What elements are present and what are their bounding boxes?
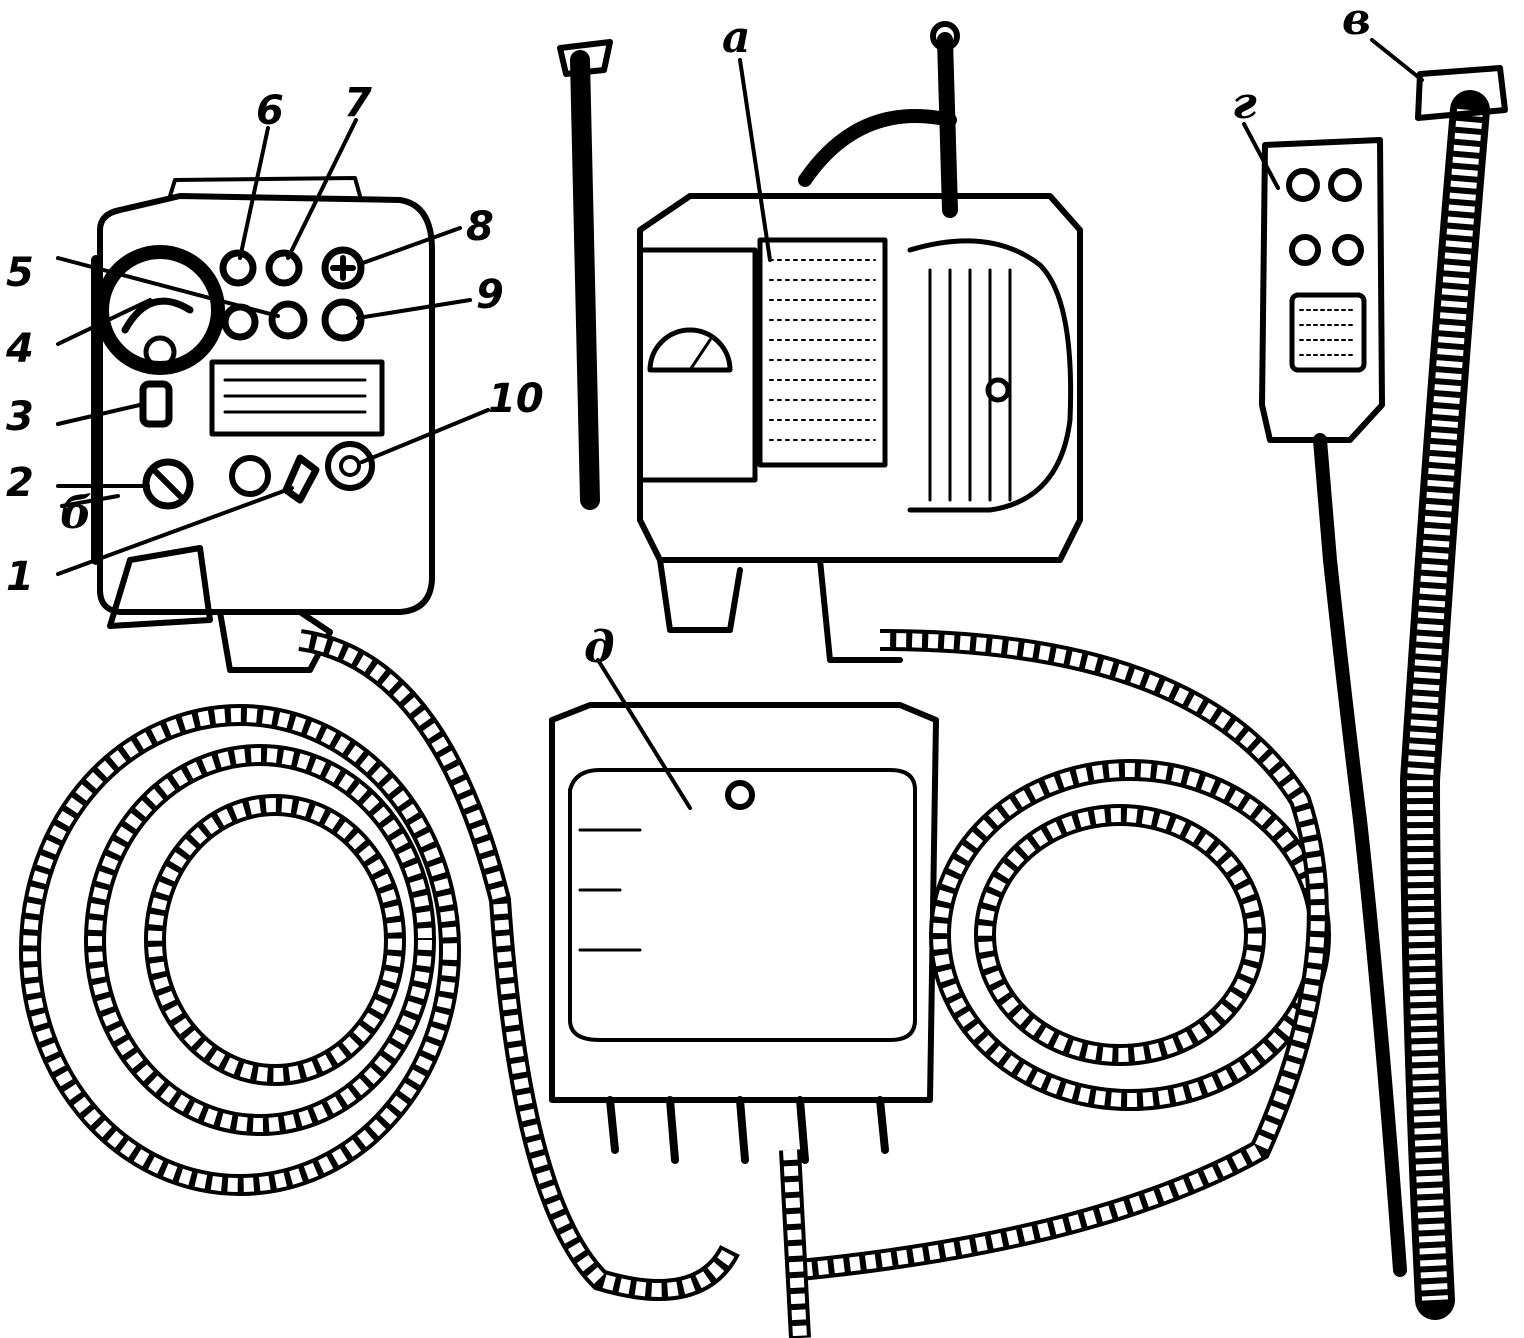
grille-panel	[757, 237, 888, 468]
letter-labels: а б в г д	[60, 0, 1371, 673]
callout-3: 3	[6, 394, 34, 440]
label-d: д	[584, 622, 615, 673]
number-callouts: 1 2 3 4 5 6 7 8 9 10	[5, 80, 544, 600]
callout-6: 6	[256, 88, 284, 134]
control-panel	[91, 176, 435, 673]
dial-knob	[95, 245, 225, 375]
indicator-lamp-6	[219, 249, 257, 287]
handset	[1259, 137, 1407, 1277]
leader-lines	[56, 38, 1424, 810]
toggle-switch-1	[282, 454, 320, 504]
label-g: г	[1232, 78, 1257, 129]
antenna-handle	[570, 50, 600, 510]
fuse-8	[321, 246, 365, 290]
indicator-lamp	[221, 303, 259, 341]
callout-4: 4	[5, 326, 34, 372]
switch-3	[139, 380, 173, 428]
callout-9: 9	[476, 272, 504, 318]
callout-2: 2	[6, 460, 34, 506]
callout-8: 8	[466, 204, 494, 250]
label-b: б	[60, 488, 92, 539]
cable-coil-right	[929, 759, 1331, 1111]
callout-7: 7	[344, 80, 372, 126]
main-unit	[557, 21, 1083, 663]
callout-5: 5	[6, 250, 34, 296]
indicator-lamp-5	[268, 300, 308, 340]
label-a: а	[722, 12, 751, 63]
power-unit	[549, 702, 939, 1164]
meter-gauge	[647, 327, 733, 373]
cable-runs	[298, 629, 1329, 1338]
cable-coil-left	[19, 704, 461, 1196]
connector-10	[325, 441, 375, 491]
label-v: в	[1342, 0, 1371, 45]
fuse-9	[321, 298, 365, 342]
nameplate	[209, 359, 385, 437]
handset-speaker	[1289, 292, 1367, 373]
corrugated-hose	[1400, 65, 1508, 1320]
callout-1: 1	[6, 554, 34, 600]
callout-10: 10	[488, 376, 544, 422]
side-panel	[637, 247, 758, 483]
indicator-lamp-7	[265, 249, 303, 287]
